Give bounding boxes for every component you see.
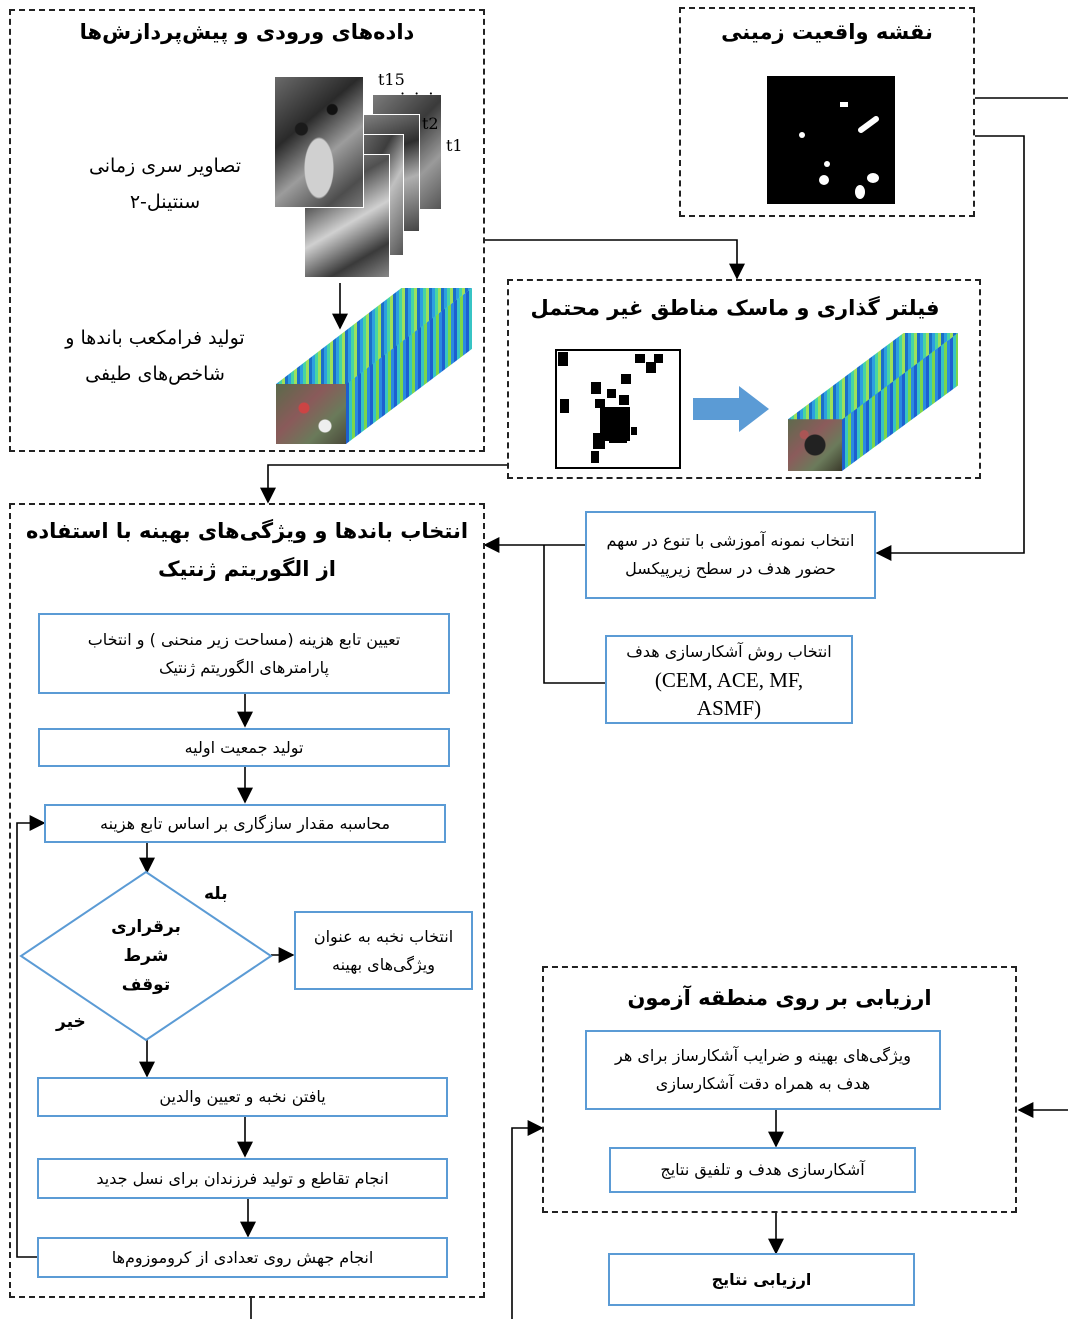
- filter-panel: [507, 279, 981, 479]
- masked-cube-front: [788, 419, 842, 471]
- elite-select-box: انتخاب نخبه به عنوان ویژگی‌های بهینه: [294, 911, 473, 990]
- inputs-title: داده‌های ورودی و پیش‌پردازش‌ها: [79, 20, 415, 44]
- t15-label: t15: [378, 70, 405, 89]
- inputs-panel: [9, 9, 485, 452]
- training-sample-box: انتخاب نمونه آموزشی با تنوع در سهم حضور …: [585, 511, 876, 599]
- init-population-box: تولید جمعیت اولیه: [38, 728, 450, 767]
- ground-truth-map: [767, 76, 895, 204]
- evaluation-title: ارزیابی بر روی منطقه آزمون: [627, 986, 932, 1010]
- cost-function-box: تعیین تابع هزینه (مساحت زیر منحنی ) و ان…: [38, 613, 450, 694]
- detection-method-line1: انتخاب روش آشکارسازی هدف: [626, 641, 832, 661]
- detection-method-box: انتخاب روش آشکارسازی هدف (CEM, ACE, MF, …: [605, 635, 853, 724]
- detection-method-line3: ASMF): [696, 695, 762, 720]
- stop-condition-line1: برقراری: [111, 917, 181, 937]
- crossover-box: انجام تقاطع و تولید فرزندان برای نسل جدی…: [37, 1158, 448, 1199]
- results-box: ارزیابی نتایج: [608, 1253, 915, 1306]
- timeseries-label: تصاویر سری زمانی سنتینل-۲: [88, 155, 242, 213]
- yes-label: بله: [204, 884, 228, 904]
- hypercube-image: [276, 288, 472, 446]
- timeseries-image-stack: t15 · · · t2 t1: [270, 70, 480, 282]
- mutation-box: انجام جهش روی تعدادی از کروموزوم‌ها: [37, 1237, 448, 1278]
- stop-condition-line3: توقف: [121, 975, 171, 995]
- optimal-features-box: ویژگی‌های بهینه و ضرایب آشکارساز برای هر…: [585, 1030, 941, 1110]
- filter-title: فیلتر گذاری و ماسک مناطق غیر محتمل: [530, 296, 940, 320]
- filter-mask-image: [555, 349, 681, 469]
- selection-title: انتخاب باندها و ویژگی‌های بهینه با استفا…: [25, 519, 469, 581]
- t2-label: t2: [422, 114, 439, 133]
- fitness-box: محاسبه مقدار سازگاری بر اساس تابع هزینه: [44, 804, 446, 843]
- filter-arrow: [693, 386, 769, 432]
- selection-panel: [9, 503, 485, 1298]
- fusion-box: آشکارسازی هدف و تلفیق نتایج: [609, 1147, 916, 1193]
- cube-front-face: [276, 384, 346, 444]
- masked-cube-image: [788, 333, 958, 473]
- ground-truth-panel: [679, 7, 975, 217]
- evaluation-panel: [542, 966, 1017, 1213]
- ground-truth-title: نقشه واقعیت زمینی: [721, 20, 933, 44]
- t1-label: t1: [446, 136, 463, 155]
- find-elite-box: یافتن نخبه و تعیین والدین: [37, 1077, 448, 1117]
- stop-condition-diamond: [19, 870, 273, 1042]
- cube-label: تولید فرامکعب باندها و شاخص‌های طیفی: [65, 327, 245, 385]
- detection-method-line2: (CEM, ACE, MF,: [654, 667, 804, 692]
- image-frame-front: [274, 76, 364, 208]
- ellipsis-label: · · ·: [400, 84, 436, 103]
- stop-condition-label: برقراری شرط توقف: [96, 913, 196, 1000]
- stop-condition-line2: شرط: [123, 946, 169, 966]
- no-label: خیر: [56, 1012, 86, 1032]
